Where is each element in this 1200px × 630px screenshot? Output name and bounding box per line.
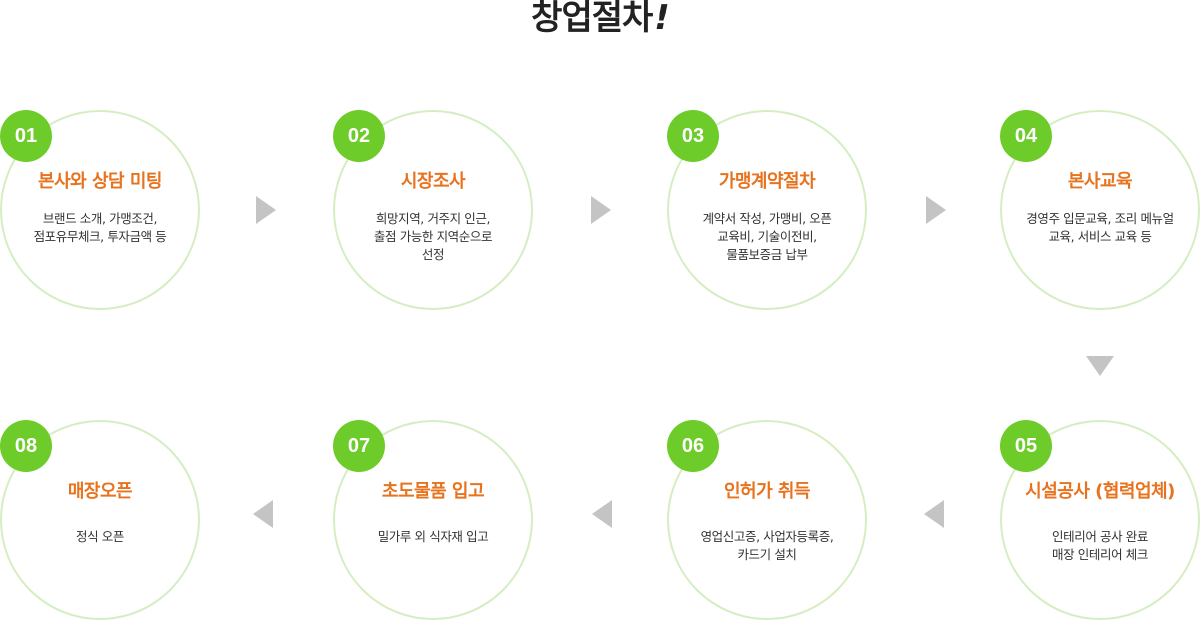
triangle-left-icon [253, 500, 273, 528]
step-title: 매장오픈 [67, 481, 133, 502]
step-05: 05 시설공사 (협력업체) 인테리어 공사 완료 매장 인테리어 체크 [1000, 420, 1200, 620]
triangle-down-icon [1086, 356, 1114, 376]
step-description: 정식 오픈 [76, 529, 124, 544]
step-title: 시설공사 (협력업체) [1025, 481, 1175, 502]
step-title: 가맹계약절차 [718, 171, 816, 192]
triangle-right-icon [926, 196, 946, 224]
step-description: 밀가루 외 식자재 입고 [377, 529, 489, 544]
step-08: 08 매장오픈 정식 오픈 [0, 420, 200, 620]
step-02: 02 시장조사 희망지역, 거주지 인근, 출점 가능한 지역순으로 선정 [333, 110, 533, 310]
step-title: 시장조사 [400, 171, 466, 192]
step-number-badge: 02 [333, 110, 385, 162]
page-title-text: 창업절차 [531, 0, 653, 38]
step-description: 희망지역, 거주지 인근, 출점 가능한 지역순으로 선정 [373, 211, 493, 262]
step-06: 06 인허가 취득 영업신고증, 사업자등록증, 카드기 설치 [667, 420, 867, 620]
step-number-badge: 06 [667, 420, 719, 472]
step-description: 계약서 작성, 가맹비, 오픈 교육비, 기술이전비, 물품보증금 납부 [702, 211, 832, 262]
step-title: 초도물품 입고 [381, 481, 485, 502]
step-description: 경영주 입문교육, 조리 메뉴얼 교육, 서비스 교육 등 [1026, 211, 1174, 244]
triangle-left-icon [924, 500, 944, 528]
step-description: 영업신고증, 사업자등록증, 카드기 설치 [700, 529, 834, 562]
step-number-badge: 04 [1000, 110, 1052, 162]
step-07: 07 초도물품 입고 밀가루 외 식자재 입고 [333, 420, 533, 620]
step-03: 03 가맹계약절차 계약서 작성, 가맹비, 오픈 교육비, 기술이전비, 물품… [667, 110, 867, 310]
triangle-left-icon [592, 500, 612, 528]
step-description: 브랜드 소개, 가맹조건, 점포유무체크, 투자금액 등 [33, 211, 167, 244]
step-number-badge: 07 [333, 420, 385, 472]
step-description: 인테리어 공사 완료 매장 인테리어 체크 [1052, 529, 1148, 562]
step-number-badge: 03 [667, 110, 719, 162]
step-number-badge: 01 [0, 110, 52, 162]
step-04: 04 본사교육 경영주 입문교육, 조리 메뉴얼 교육, 서비스 교육 등 [1000, 110, 1200, 310]
step-title: 본사와 상담 미팅 [38, 171, 162, 192]
triangle-right-icon [256, 196, 276, 224]
step-title: 본사교육 [1067, 171, 1133, 192]
step-01: 01 본사와 상담 미팅 브랜드 소개, 가맹조건, 점포유무체크, 투자금액 … [0, 110, 200, 310]
step-title: 인허가 취득 [723, 481, 811, 502]
triangle-right-icon [591, 196, 611, 224]
step-number-badge: 08 [0, 420, 52, 472]
page-title-exclamation: ! [654, 0, 669, 38]
page-title: 창업절차! [0, 0, 1200, 40]
step-number-badge: 05 [1000, 420, 1052, 472]
